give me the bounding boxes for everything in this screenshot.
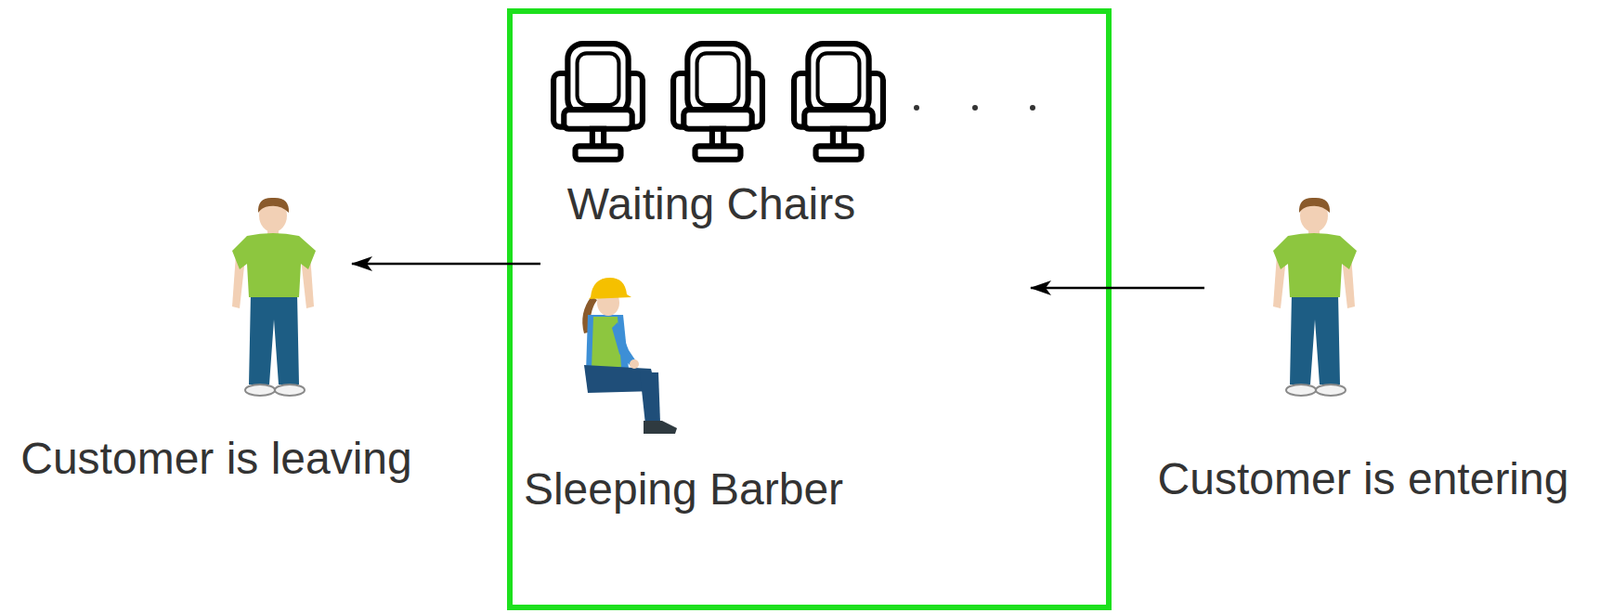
node-label: Customer is leaving: [0, 432, 433, 485]
barber-figure-part: [643, 420, 677, 434]
customer-node: Customer is leaving: [0, 185, 433, 493]
flow-arrow: [1030, 286, 1205, 290]
ellipsis-dots-part: [913, 104, 920, 111]
customer-node: Customer is entering: [1142, 185, 1585, 511]
barber-figure-part: [588, 277, 632, 300]
node-label: Waiting Chairs: [525, 178, 898, 231]
ellipsis-dots-part: [1029, 104, 1036, 111]
chair-symbol: [793, 43, 884, 160]
ellipsis-dots: [913, 104, 1036, 111]
entering-customer-figure: [1273, 197, 1357, 396]
barber-figure-part: [629, 359, 639, 369]
barber-shop-box: Waiting ChairsSleeping Barber: [507, 8, 1112, 611]
ellipsis-dots-part: [972, 104, 978, 111]
chair-symbol: [553, 43, 643, 160]
barber-figure: [582, 277, 677, 434]
barber-figure-part: [611, 322, 637, 366]
node-label: Customer is entering: [1142, 453, 1585, 506]
chair-symbol: [673, 43, 763, 160]
waiting-chairs: [553, 43, 884, 160]
leaving-customer-figure: [232, 197, 316, 396]
node-label: Sleeping Barber: [507, 463, 860, 516]
barber-figure-part: [639, 372, 661, 425]
